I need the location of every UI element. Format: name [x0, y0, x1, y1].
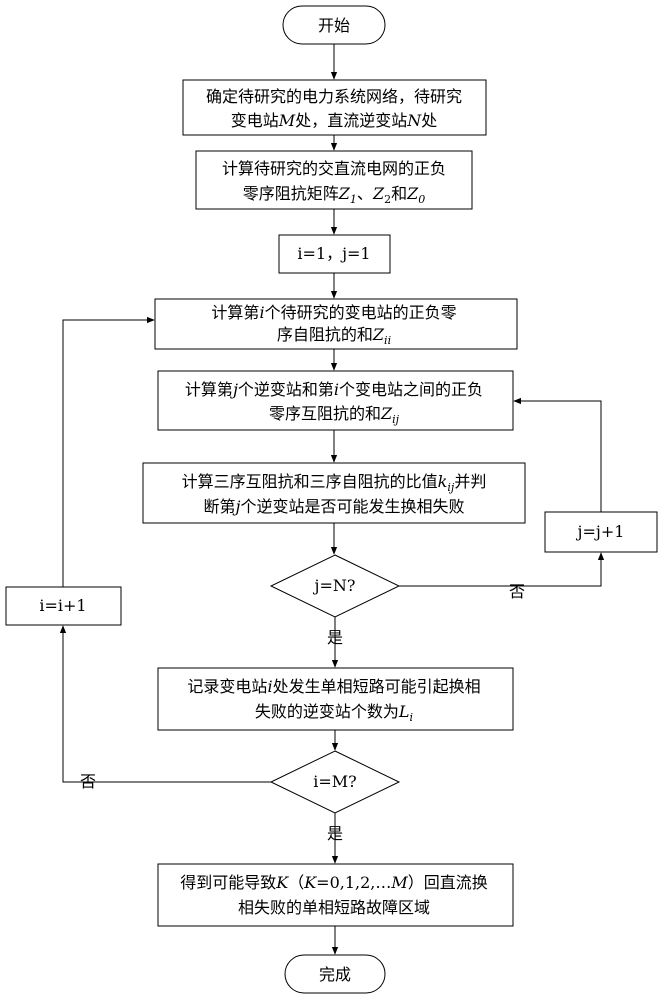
- label-no-j: 否: [509, 582, 525, 601]
- step-record-count-line1: 记录变电站i处发生单相短路可能引起换相: [187, 677, 480, 696]
- edge-j-increment-to-step4: [513, 397, 602, 512]
- step-define-network-line1: 确定待研究的电力系统网络，待研究: [206, 87, 462, 106]
- end-label: 完成: [319, 965, 351, 984]
- step-j-increment: j=j+1: [544, 511, 658, 553]
- step-define-network: 确定待研究的电力系统网络，待研究 变电站M处，直流逆变站N处: [182, 79, 487, 136]
- edge-decision-j-no-to-increment: [399, 552, 605, 587]
- step-mutual-impedance-line2: 零序互阻抗的和Zij: [269, 404, 400, 426]
- start-terminator: 开始: [282, 5, 386, 45]
- step-self-impedance-line2: 序自阻抗的和Zii: [277, 325, 391, 347]
- decision-j-equals-n-label: j=N?: [313, 576, 356, 595]
- step-j-increment-label: j=j+1: [576, 522, 625, 541]
- step-mutual-impedance: 计算第j个逆变站和第i个变电站之间的正负 零序互阻抗的和Zij: [157, 370, 514, 431]
- label-yes-i: 是: [327, 824, 343, 843]
- step-compute-impedance-matrix-line2: 零序阻抗矩阵Z1、Z2和Z0: [243, 184, 425, 206]
- step-i-increment-label: i=i+1: [39, 596, 86, 615]
- step-compute-impedance-matrix: 计算待研究的交直流电网的正负 零序阻抗矩阵Z1、Z2和Z0: [195, 150, 473, 210]
- edge-decision-i-no-to-increment: [59, 625, 271, 783]
- step-result-fault-region-line1: 得到可能导致K（K=0,1,2,…M）回直流换: [180, 873, 488, 892]
- label-yes-j: 是: [327, 628, 343, 647]
- step-ratio-judgment-line1: 计算三序互阻抗和三序自阻抗的比值kij并判: [182, 472, 487, 494]
- decision-i-equals-m: i=M?: [269, 750, 401, 814]
- step-result-fault-region-line2: 相失败的单相短路故障区域: [238, 898, 430, 917]
- start-label: 开始: [318, 16, 350, 35]
- edge-i-increment-to-step3: [62, 316, 155, 587]
- step-mutual-impedance-line1: 计算第j个逆变站和第i个变电站之间的正负: [185, 380, 483, 399]
- step-self-impedance-line1: 计算第i个待研究的变电站的正负零: [211, 303, 456, 322]
- step-init-counters: i=1，j=1: [278, 234, 391, 274]
- step-self-impedance: 计算第i个待研究的变电站的正负零 序自阻抗的和Zii: [154, 298, 518, 350]
- step-compute-impedance-matrix-line1: 计算待研究的交直流电网的正负: [222, 159, 446, 178]
- end-terminator: 完成: [284, 954, 386, 994]
- step-ratio-judgment: 计算三序互阻抗和三序自阻抗的比值kij并判 断第j个逆变站是否可能发生换相失败: [142, 462, 526, 524]
- decision-i-equals-m-label: i=M?: [313, 772, 356, 791]
- decision-j-equals-n: j=N?: [269, 554, 401, 618]
- label-no-i: 否: [80, 772, 96, 791]
- step-i-increment: i=i+1: [5, 586, 122, 626]
- step-ratio-judgment-line2: 断第j个逆变站是否可能发生换相失败: [204, 497, 465, 516]
- step-result-fault-region: 得到可能导致K（K=0,1,2,…M）回直流换 相失败的单相短路故障区域: [157, 863, 514, 927]
- step-define-network-line2: 变电站M处，直流逆变站N处: [231, 111, 437, 130]
- step-init-counters-label: i=1，j=1: [297, 244, 370, 263]
- step-record-count-line2: 失败的逆变站个数为Li: [255, 702, 413, 724]
- step-record-count: 记录变电站i处发生单相短路可能引起换相 失败的逆变站个数为Li: [157, 667, 514, 731]
